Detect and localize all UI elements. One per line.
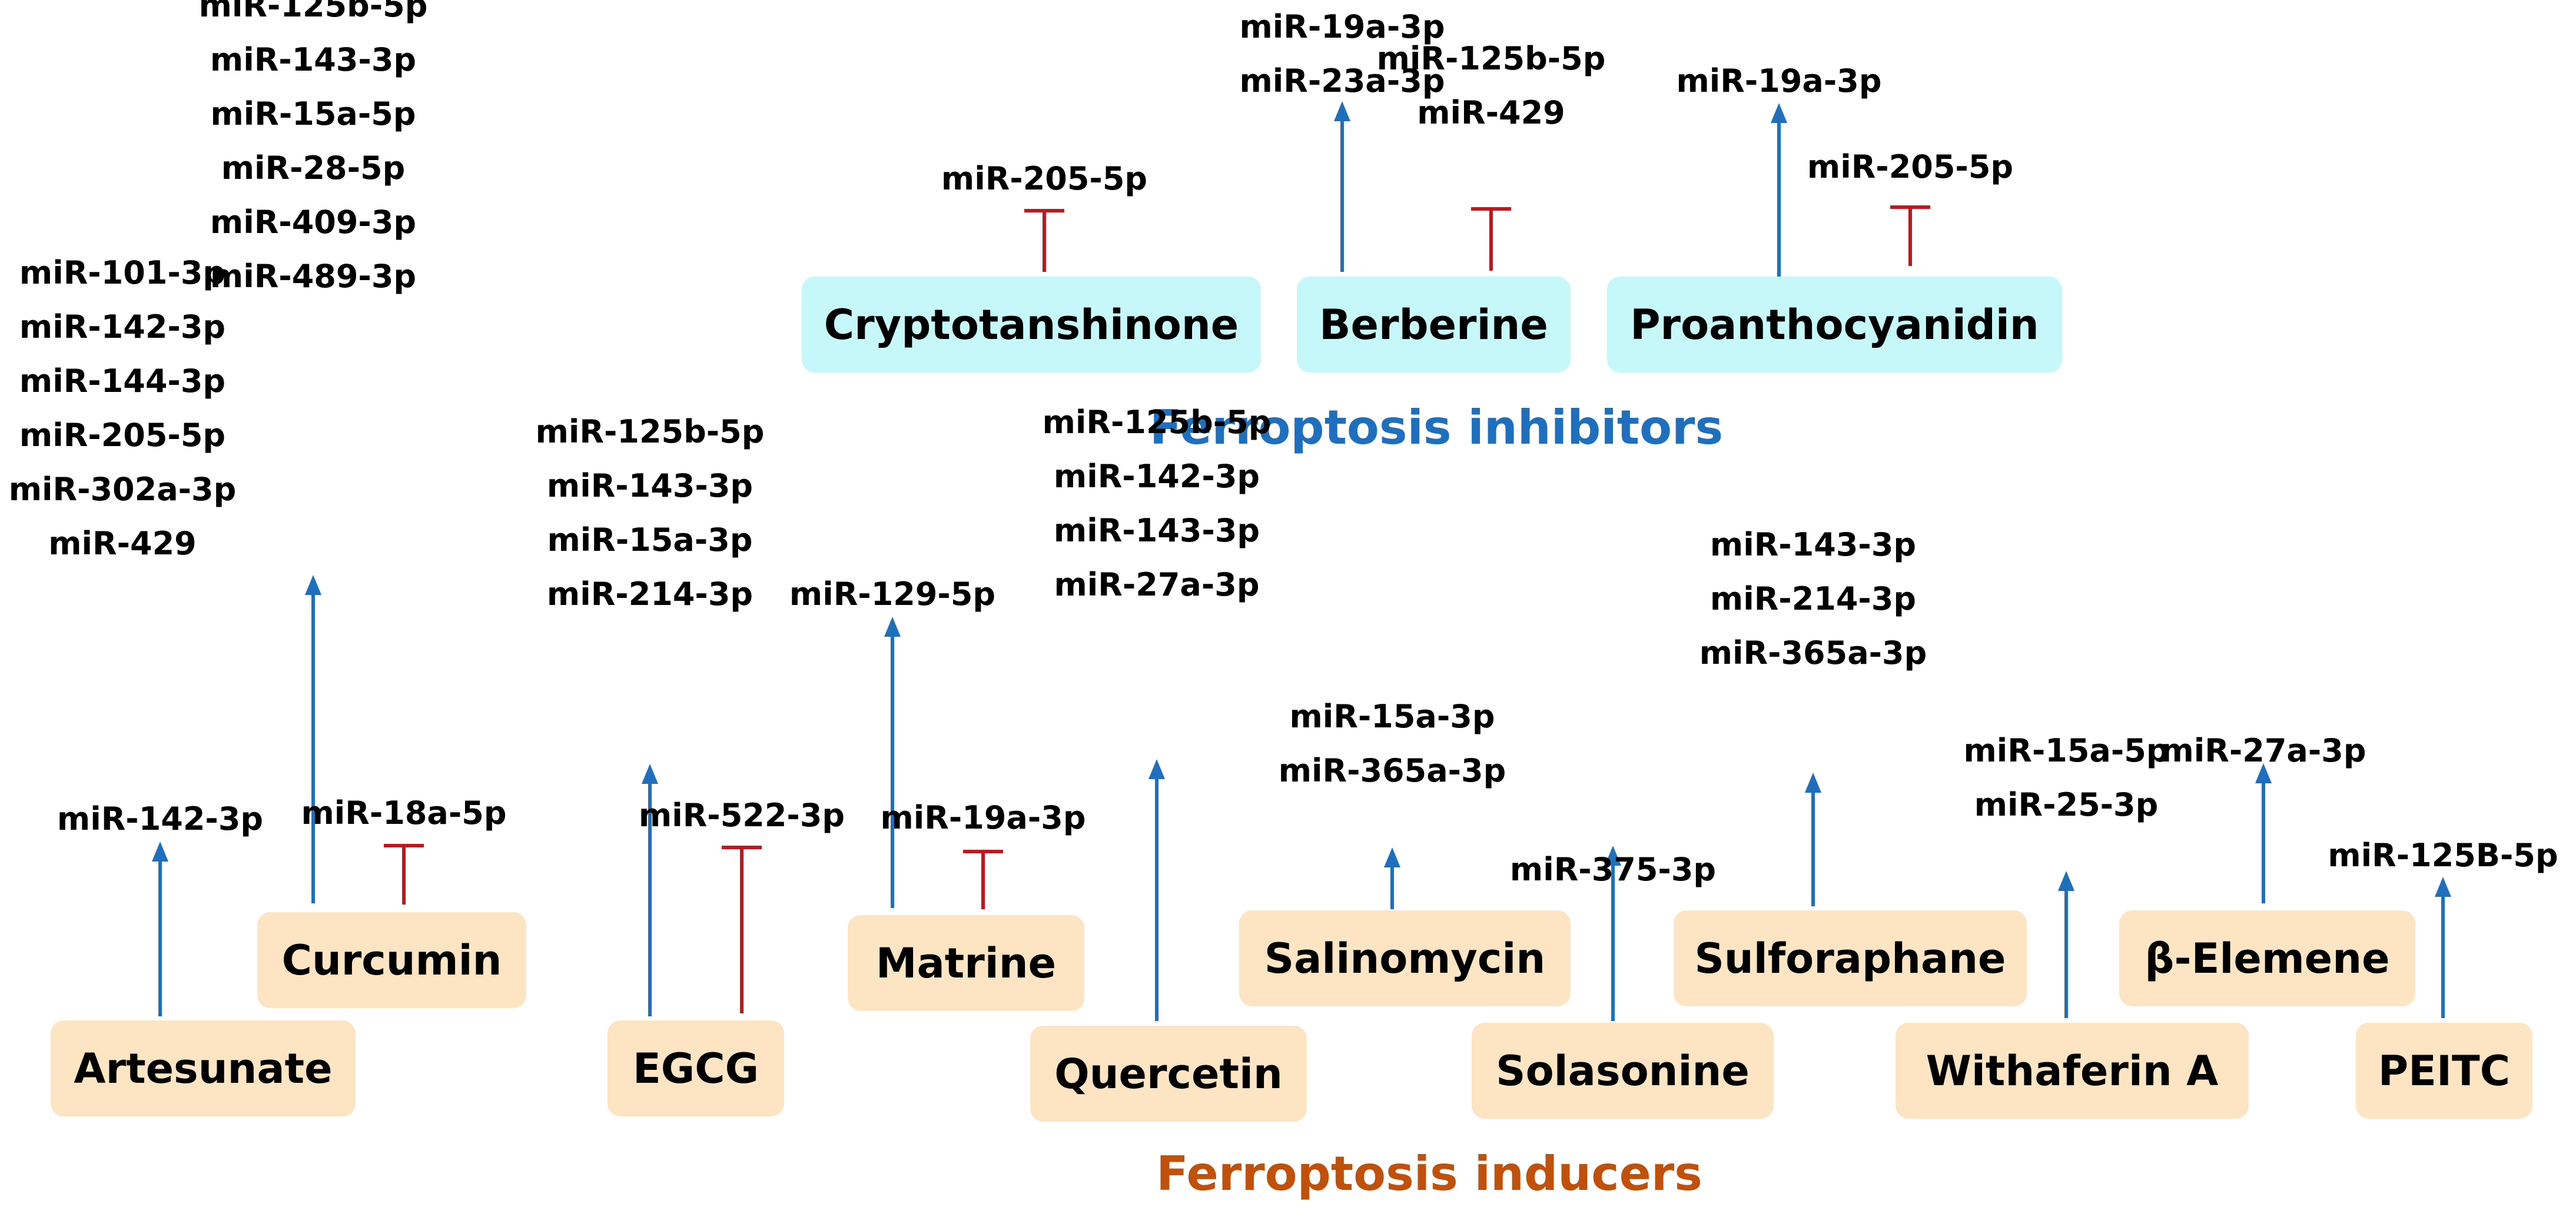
- mirna-label: miR-214-3p: [1709, 580, 1917, 617]
- mirna-label: miR-27a-3p: [1054, 566, 1260, 603]
- activation-arrowhead-peitc: [2435, 877, 2451, 897]
- mirna-label: miR-25-3p: [1974, 786, 2159, 823]
- mirna-label: miR-27a-3p: [2160, 732, 2366, 769]
- upregulated-mirna-list-proanthocyanidin: miR-19a-3p: [1677, 54, 1882, 108]
- mirna-label: miR-19a-3p: [1239, 8, 1445, 45]
- upregulated-mirna-list-sulforaphane: miR-143-3p miR-214-3p miR-365a-3p: [1699, 518, 1927, 680]
- mirna-label: miR-101-3p: [19, 254, 226, 291]
- mirna-label: miR-129-5p: [789, 576, 996, 613]
- mirna-label: miR-429: [1417, 94, 1565, 131]
- mirna-label: miR-365a-3p: [1699, 634, 1927, 671]
- mirna-label: miR-28-5p: [221, 149, 406, 187]
- mirna-label: miR-125b-5p: [535, 413, 765, 450]
- mirna-label: miR-205-5p: [941, 160, 1148, 197]
- mirna-label: miR-18a-5p: [301, 794, 507, 832]
- upregulated-mirna-list-artesunate: miR-142-3p: [57, 792, 263, 846]
- compound-box-cryptotanshinone: Cryptotanshinone: [802, 277, 1261, 373]
- mirna-label: miR-19a-3p: [1676, 62, 1882, 99]
- compound-box-berberine: Berberine: [1297, 277, 1571, 373]
- mirna-label: miR-143-3p: [210, 41, 417, 78]
- compound-box-artesunate: Artesunate: [51, 1020, 356, 1116]
- downregulated-mirna-list-cryptotanshinone: miR-205-5p: [941, 152, 1147, 206]
- mirna-label: miR-142-3p: [1053, 458, 1260, 495]
- mirna-label: miR-142-3p: [19, 308, 226, 345]
- mirna-label: miR-409-3p: [210, 204, 417, 241]
- compound-box-sulforaphane: Sulforaphane: [1674, 910, 2027, 1006]
- activation-arrowhead-curcumin: [305, 575, 321, 595]
- activation-arrowhead-solasonine: [1605, 846, 1621, 866]
- upregulated-mirna-list-beta-elemene: miR-27a-3p: [2161, 724, 2366, 778]
- mirna-label: miR-23a-3p: [1239, 62, 1445, 99]
- compound-box-withaferin-a: Withaferin A: [1896, 1023, 2249, 1119]
- mirna-label: miR-144-3p: [19, 363, 226, 400]
- mirna-label: miR-302a-3p: [8, 471, 237, 508]
- activation-arrowhead-egcg: [642, 764, 658, 784]
- mirna-label: miR-15a-3p: [547, 521, 753, 558]
- upregulated-mirna-list-berberine: miR-19a-3p miR-23a-3p: [1240, 0, 1445, 108]
- inhibitors-title: Ferroptosis inhibitors: [1149, 400, 1724, 455]
- activation-arrowhead-proanthocyanidin: [1771, 103, 1787, 123]
- mirna-label: miR-429: [48, 525, 197, 562]
- upregulated-mirna-list-egcg: miR-125b-5p miR-143-3p miR-15a-3p miR-214-3…: [536, 405, 765, 621]
- mirna-label: miR-365a-3p: [1278, 752, 1506, 789]
- compound-box-proanthocyanidin: Proanthocyanidin: [1607, 277, 2062, 373]
- mirna-label: miR-125b-5p: [198, 0, 428, 24]
- upregulated-mirna-list-withaferin-a: miR-15a-5p miR-25-3p: [1964, 724, 2169, 832]
- mirna-label: miR-205-5p: [19, 417, 226, 454]
- mirna-label: miR-489-3p: [210, 258, 417, 295]
- compound-box-egcg: EGCG: [608, 1020, 784, 1116]
- compound-box-solasonine: Solasonine: [1472, 1023, 1774, 1119]
- upregulated-mirna-list-salinomycin: miR-15a-3p miR-365a-3p: [1279, 690, 1506, 798]
- upregulated-mirna-list-peitc: miR-125B-5p: [2328, 829, 2558, 883]
- mirna-label: miR-125B-5p: [2328, 837, 2558, 874]
- compound-box-salinomycin: Salinomycin: [1239, 910, 1571, 1006]
- activation-arrowhead-beta-elemene: [2255, 763, 2272, 783]
- upregulated-mirna-list-matrine: miR-129-5p: [789, 567, 995, 621]
- mirna-label: miR-19a-3p: [880, 799, 1086, 836]
- inducers-title: Ferroptosis inducers: [1156, 1146, 1702, 1201]
- mirna-label: miR-143-3p: [1709, 526, 1917, 563]
- mirna-label: miR-142-3p: [57, 800, 264, 837]
- downregulated-mirna-list-curcumin: miR-18a-5p: [301, 786, 507, 840]
- activation-arrowhead-quercetin: [1148, 759, 1165, 779]
- upregulated-mirna-list-solasonine: miR-375-3p: [1510, 843, 1716, 897]
- activation-arrowhead-sulforaphane: [1805, 773, 1821, 793]
- mirna-label: miR-125b-5p: [1376, 40, 1606, 77]
- compound-box-peitc: PEITC: [2356, 1023, 2532, 1119]
- mirna-label: miR-15a-3p: [1289, 698, 1495, 735]
- downregulated-mirna-list-berberine: miR-125b-5p miR-429: [1377, 32, 1606, 140]
- compound-box-matrine: Matrine: [848, 915, 1084, 1011]
- downregulated-mirna-list-proanthocyanidin: miR-205-5p: [1807, 140, 2013, 194]
- mirna-list-left-column: miR-101-3p miR-142-3p miR-144-3p miR-205-5p…: [9, 246, 237, 571]
- activation-arrowhead-berberine: [1334, 101, 1350, 121]
- activation-arrowhead-withaferin-a: [2058, 871, 2074, 891]
- upregulated-mirna-list-quercetin: miR-125b-5p miR-142-3p miR-143-3p miR-27a-3…: [1043, 395, 1272, 612]
- mirna-label: miR-15a-5p: [1963, 732, 2169, 769]
- mirna-label: miR-15a-5p: [210, 95, 416, 132]
- mirna-label: miR-214-3p: [546, 576, 753, 613]
- mirna-label: miR-143-3p: [1053, 512, 1260, 549]
- mirna-label: miR-375-3p: [1509, 851, 1717, 888]
- activation-arrowhead-matrine: [884, 617, 901, 637]
- mirna-label: miR-522-3p: [638, 797, 845, 834]
- upregulated-mirna-list-curcumin: miR-125b-5p miR-143-3p miR-15a-5p miR-28-5p…: [199, 0, 428, 304]
- compound-box-beta-elemene: β-Elemene: [2119, 910, 2415, 1006]
- mirna-label: miR-143-3p: [546, 467, 753, 504]
- downregulated-mirna-list-egcg: miR-522-3p: [639, 789, 845, 843]
- compound-box-quercetin: Quercetin: [1030, 1026, 1307, 1122]
- compound-box-curcumin: Curcumin: [257, 912, 526, 1008]
- activation-arrowhead-salinomycin: [1384, 847, 1400, 867]
- mirna-label: miR-125b-5p: [1042, 404, 1272, 441]
- mirna-label: miR-205-5p: [1807, 148, 2014, 185]
- downregulated-mirna-list-matrine: miR-19a-3p: [881, 791, 1086, 845]
- activation-arrowhead-artesunate: [152, 842, 168, 862]
